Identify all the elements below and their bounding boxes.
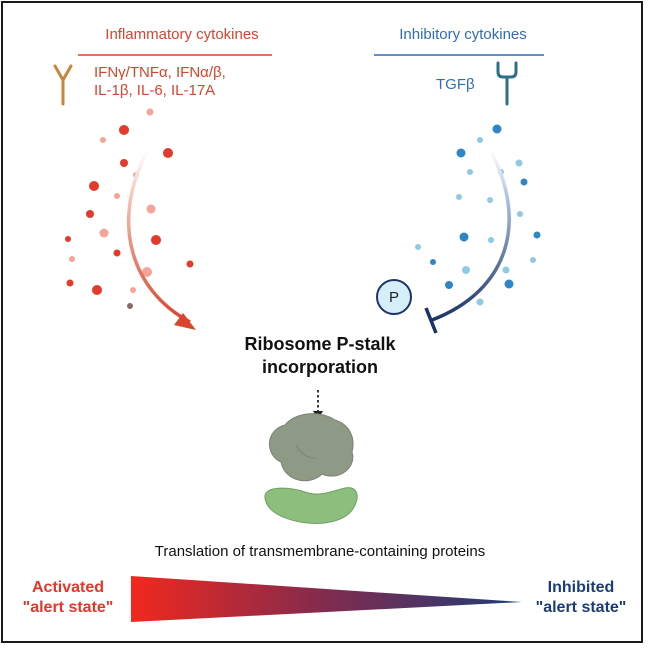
activated-alert-state: Activated "alert state" — [6, 578, 130, 618]
activation-arrow — [126, 149, 191, 324]
tgfb-label: TGFβ — [436, 76, 475, 93]
ribosome-title-line2: incorporation — [262, 357, 378, 377]
inflammatory-cytokine-dots — [65, 108, 194, 309]
tgfb-receptor-icon — [496, 61, 518, 106]
inflammatory-list-line2: IL-1β, IL-6, IL-17A — [94, 82, 216, 99]
ribosome-title-line1: Ribosome P-stalk — [244, 334, 396, 354]
phosphorylation-icon: P — [376, 279, 412, 315]
activated-line1: Activated — [31, 579, 105, 596]
inhibited-line1: Inhibited — [547, 579, 615, 596]
inhibition-bar — [424, 307, 438, 334]
inflammatory-list-line1: IFNγ/TNFα, IFNα/β, — [94, 64, 226, 81]
inflammatory-cytokines-title: Inflammatory cytokines — [105, 26, 259, 43]
receptor-icon — [53, 64, 73, 106]
inhibitory-cytokine-dots — [415, 124, 541, 306]
alert-state-gradient — [131, 576, 522, 622]
phospho-label: P — [389, 289, 399, 306]
ribosome-icon — [264, 413, 358, 524]
inhibition-arrow — [431, 149, 511, 322]
inhibited-line2: "alert state" — [535, 599, 627, 616]
activation-arrowhead — [174, 313, 196, 330]
activated-line2: "alert state" — [22, 599, 114, 616]
inhibitory-cytokines-title: Inhibitory cytokines — [399, 26, 527, 43]
inhibited-alert-state: Inhibited "alert state" — [520, 578, 642, 618]
inflammatory-cytokines-list: IFNγ/TNFα, IFNα/β, IL-1β, IL-6, IL-17A — [94, 64, 284, 100]
ribosome-title: Ribosome P-stalk incorporation — [160, 333, 480, 379]
translation-label: Translation of transmembrane-containing … — [154, 543, 486, 560]
